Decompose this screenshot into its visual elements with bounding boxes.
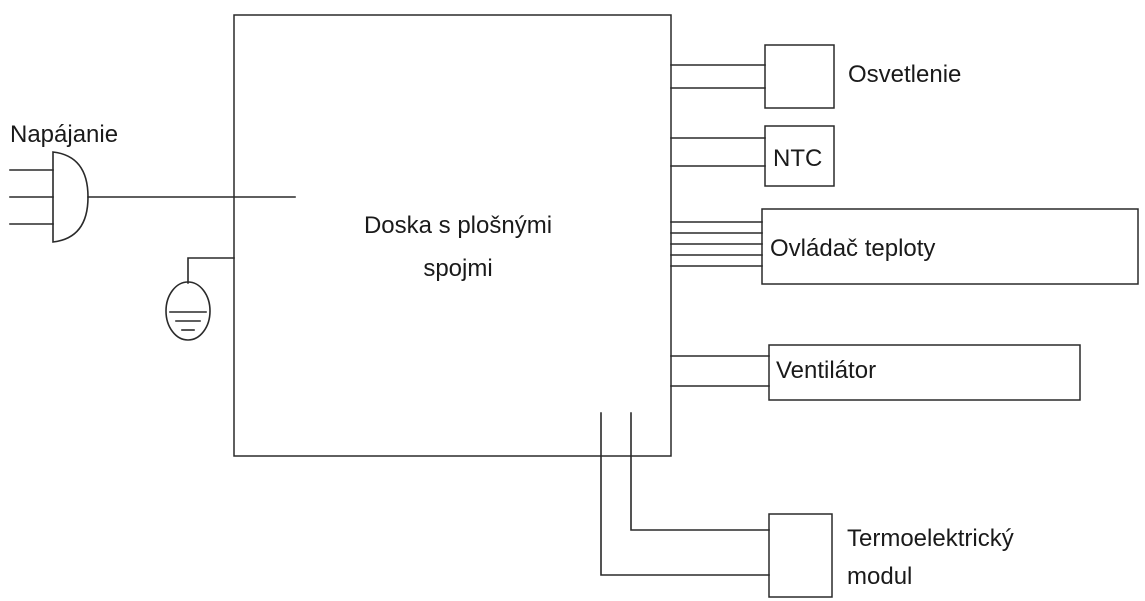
tec-block: Termoelektrický modul — [600, 412, 1014, 598]
power-label: Napájanie — [10, 121, 118, 148]
ground-connection — [165, 257, 235, 341]
pcb-board: Doska s plošnými spojmi — [233, 14, 672, 457]
fan-block: Ventilátor — [670, 344, 1081, 401]
temp-controller-label: Ovládač teploty — [770, 235, 935, 262]
tec-label-line1: Termoelektrický — [847, 525, 1014, 552]
lighting-label: Osvetlenie — [848, 61, 961, 88]
fan-label: Ventilátor — [776, 357, 876, 384]
pcb-label-line1: Doska s plošnými — [364, 212, 552, 239]
ntc-block: NTC — [670, 125, 835, 187]
tec-label-line2: modul — [847, 563, 912, 590]
temp-controller-block: Ovládač teploty — [670, 208, 1139, 285]
ground-icon — [165, 281, 211, 341]
power-plug-icon — [52, 151, 89, 243]
pcb-label-line2: spojmi — [423, 255, 492, 282]
power-plug: Napájanie — [9, 121, 296, 243]
lighting-block: Osvetlenie — [670, 44, 961, 109]
ntc-label: NTC — [773, 145, 822, 172]
ground-wire — [187, 257, 235, 284]
